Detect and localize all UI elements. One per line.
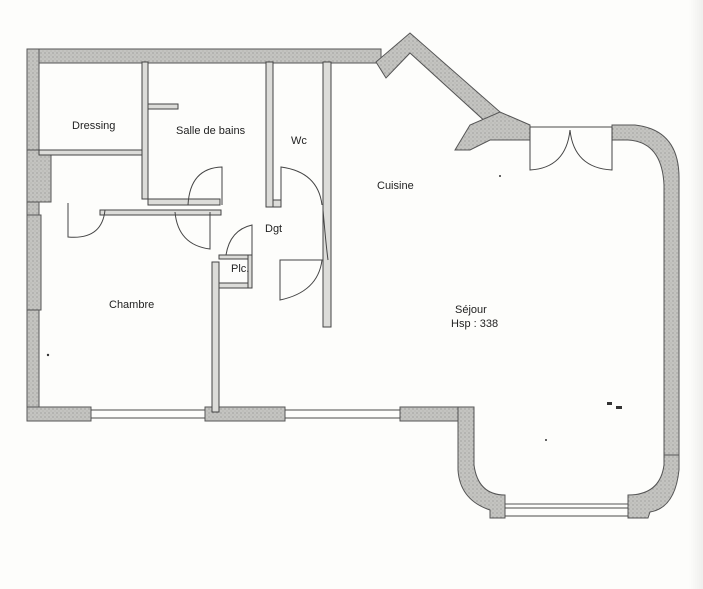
ceiling-height-label: Hsp : 338 xyxy=(451,318,499,330)
exterior-walls xyxy=(26,32,680,519)
stray-marks xyxy=(46,175,622,441)
door-swings xyxy=(67,127,613,301)
room-label-chambre: Chambre xyxy=(109,299,155,311)
room-label-placard: Plc. xyxy=(231,263,250,275)
room-label-wc: Wc xyxy=(291,135,307,147)
interior-walls xyxy=(38,61,332,413)
room-label-dressing: Dressing xyxy=(72,120,116,132)
window-lines xyxy=(91,126,628,517)
room-label-salle-de-bains: Salle de bains xyxy=(176,125,246,137)
room-label-cuisine: Cuisine xyxy=(377,180,414,192)
scan-edge xyxy=(689,0,703,589)
room-label-sejour: Séjour xyxy=(455,304,487,316)
room-label-dgt: Dgt xyxy=(265,223,283,235)
